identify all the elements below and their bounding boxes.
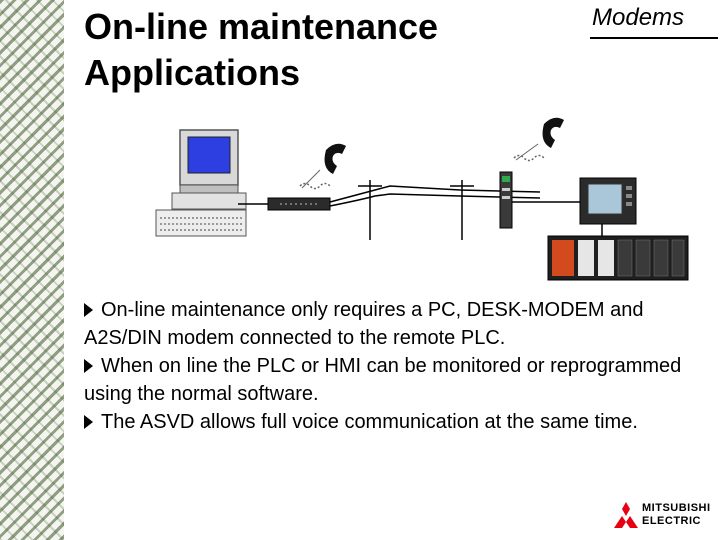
plc-rack-icon <box>547 235 689 281</box>
bullet-arrow-icon <box>84 359 93 373</box>
bullet-arrow-icon <box>84 415 93 429</box>
telephone-icon <box>513 117 564 162</box>
din-modem-icon <box>499 171 513 229</box>
decorative-border <box>0 0 64 540</box>
telephone-pole-icon <box>358 180 474 240</box>
slide-title: On-line maintenance Applications <box>84 6 439 93</box>
pc-icon <box>155 129 247 237</box>
bullet-item: The ASVD allows full voice communication… <box>84 408 684 436</box>
section-underline <box>590 37 718 39</box>
bullet-arrow-icon <box>84 303 93 317</box>
bullet-list: On-line maintenance only requires a PC, … <box>84 296 684 436</box>
bullet-item: When on line the PLC or HMI can be monit… <box>84 355 682 405</box>
desk-modem-icon <box>267 197 331 211</box>
logo-line-1: MITSUBISHI <box>642 502 711 514</box>
mitsubishi-logo: MITSUBISHI ELECTRIC <box>612 496 712 532</box>
telephone-icon <box>299 143 346 190</box>
section-label: Modems <box>592 4 685 31</box>
mitsubishi-logo-icon <box>614 502 638 528</box>
bullet-item: On-line maintenance only requires a PC, … <box>84 299 644 349</box>
logo-line-2: ELECTRIC <box>642 515 701 527</box>
network-diagram <box>155 117 689 281</box>
hmi-panel-icon <box>579 177 637 225</box>
